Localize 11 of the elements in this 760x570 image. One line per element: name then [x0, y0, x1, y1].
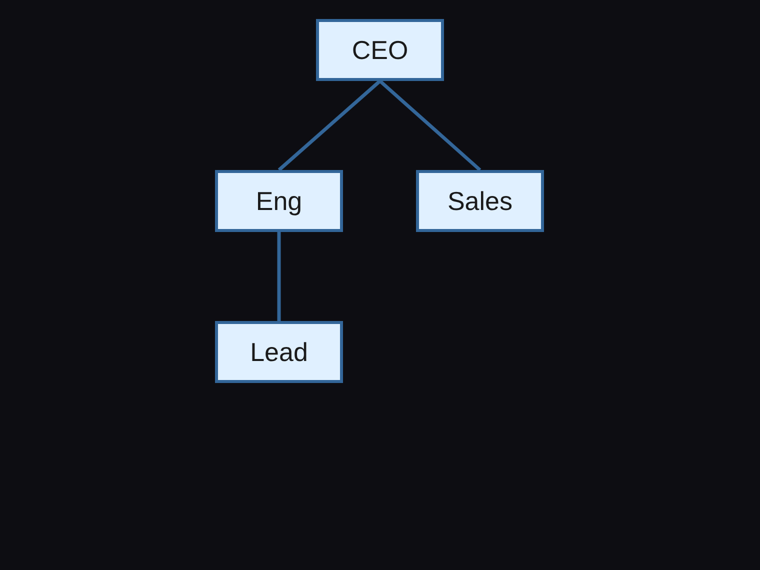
- org-box: [416, 170, 544, 232]
- role-label: CEO: [352, 34, 408, 66]
- role-label: Lead: [250, 336, 308, 368]
- connector-line: [278, 80, 382, 172]
- role-label: Sales: [447, 186, 513, 216]
- org-box: [215, 170, 343, 232]
- org-box: [316, 19, 444, 81]
- connector-line: [277, 232, 281, 321]
- org-box: [215, 321, 343, 383]
- connector-line: [378, 80, 482, 172]
- role-label: Eng: [256, 186, 302, 216]
